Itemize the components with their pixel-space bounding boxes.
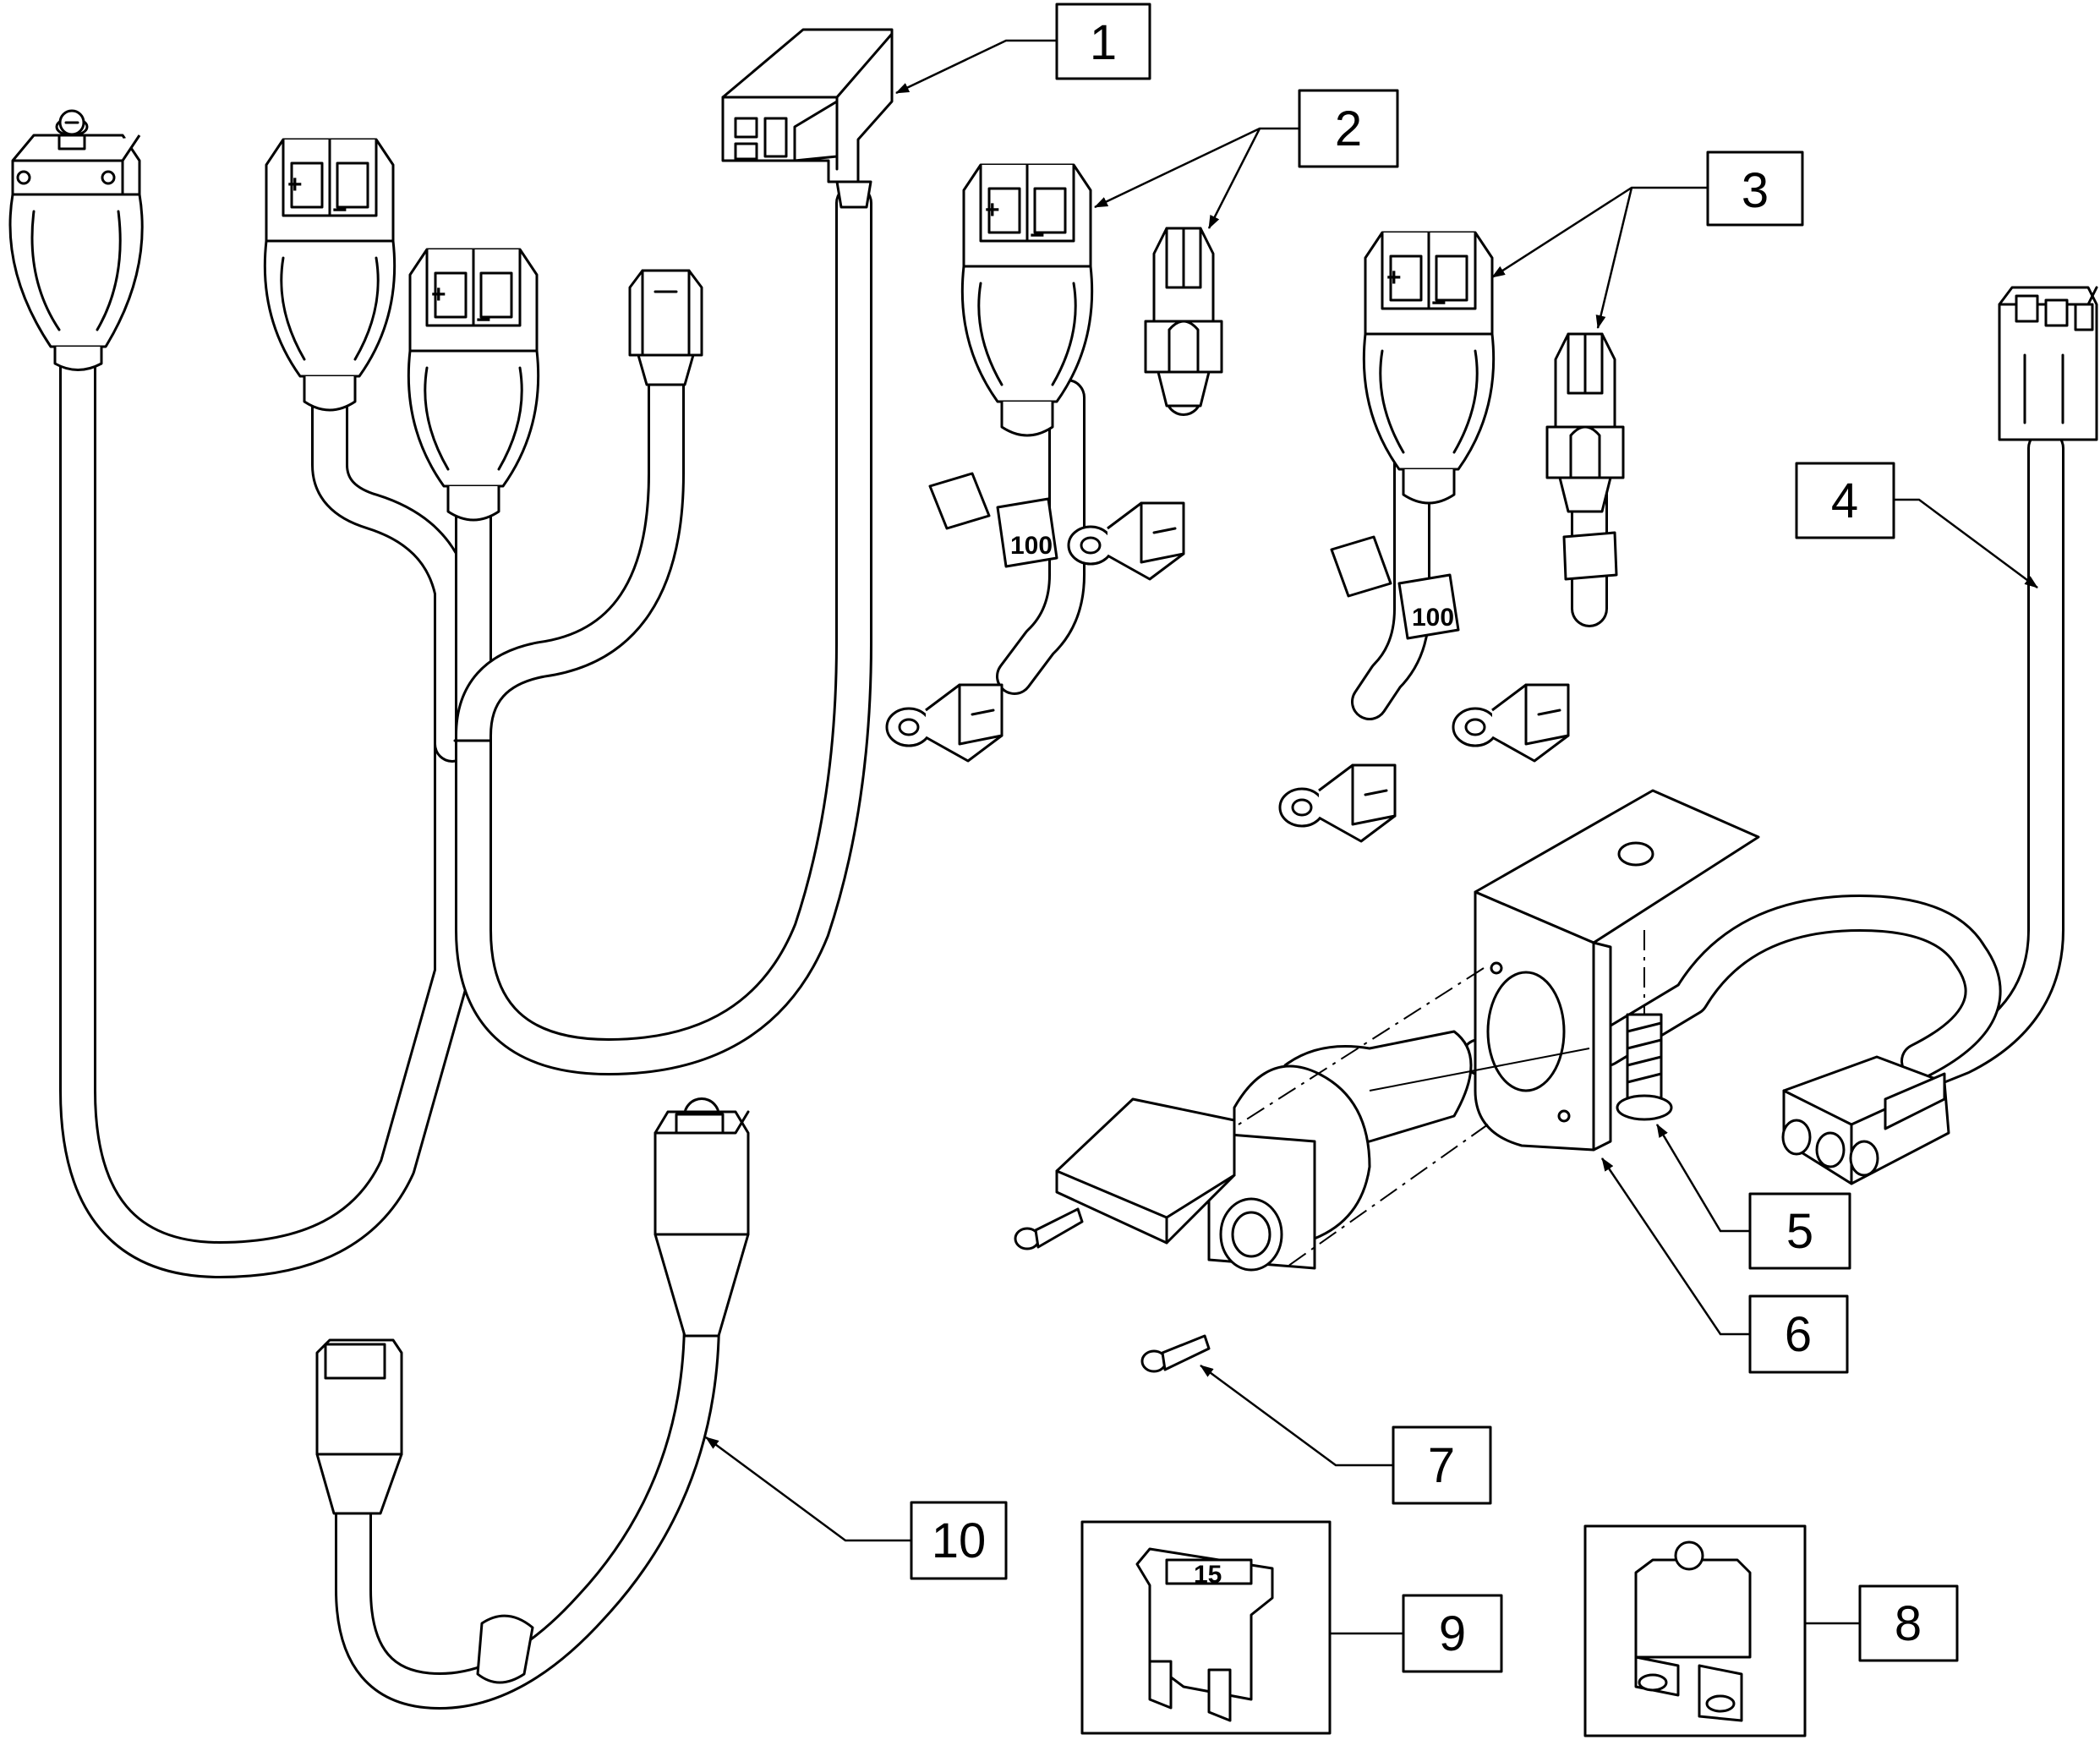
polarity-marks-a: + − bbox=[287, 171, 347, 224]
small-connector-2 bbox=[1144, 227, 1223, 408]
callout-4: 4 bbox=[1795, 462, 2038, 589]
minus-mark: − bbox=[1431, 289, 1446, 317]
battery-harness-2: + − 100 bbox=[885, 163, 1223, 763]
ring-lug-3b bbox=[1452, 683, 1570, 763]
ring-lug-3a bbox=[1278, 763, 1397, 843]
minus-mark: − bbox=[476, 306, 491, 334]
molex-connector-top bbox=[1998, 286, 2098, 441]
molex-connector-bottom bbox=[1781, 1055, 1950, 1185]
tie-label: 100 bbox=[1010, 532, 1053, 560]
charger-harness-4 bbox=[1461, 286, 2098, 1185]
breaker-box-8 bbox=[1583, 1524, 1807, 1737]
connector-10-bottom bbox=[315, 1338, 403, 1515]
callout-5: 5 bbox=[1655, 1124, 1851, 1270]
callout-7-label: 7 bbox=[1428, 1438, 1455, 1493]
callout-1: 1 bbox=[895, 3, 1151, 95]
callout-10: 10 bbox=[705, 1436, 1008, 1580]
plus-mark: + bbox=[1386, 264, 1402, 292]
plus-mark: + bbox=[431, 281, 446, 309]
screw-7a bbox=[1014, 1207, 1084, 1250]
callout-9-label: 9 bbox=[1439, 1606, 1466, 1661]
callout-1-label: 1 bbox=[1090, 15, 1117, 70]
callout-3-label: 3 bbox=[1742, 163, 1769, 218]
cable-tie bbox=[928, 472, 991, 530]
small-connector-3 bbox=[1545, 332, 1625, 513]
breaker-connector bbox=[8, 109, 144, 371]
callout-6-label: 6 bbox=[1785, 1307, 1812, 1362]
minus-mark: − bbox=[1030, 222, 1045, 249]
anderson-connector-b bbox=[407, 248, 540, 522]
plus-mark: + bbox=[985, 196, 1000, 224]
callout-3: 3 bbox=[1491, 150, 1804, 329]
callout-10-label: 10 bbox=[932, 1513, 987, 1568]
battery-harness-3: + − 100 bbox=[1278, 231, 1625, 843]
polarity-marks-b: + − bbox=[431, 281, 491, 334]
connector-10-top bbox=[654, 1110, 750, 1338]
anderson-connector-d bbox=[1362, 231, 1496, 505]
callout-4-label: 4 bbox=[1831, 473, 1858, 528]
screw-7b bbox=[1140, 1334, 1211, 1373]
weatherpack-connector bbox=[628, 269, 703, 386]
main-harness: + − + − bbox=[8, 28, 894, 1278]
callout-2: 2 bbox=[1094, 89, 1399, 229]
anderson-connector-a bbox=[263, 138, 396, 412]
ring-lug-2a bbox=[885, 683, 1004, 763]
callout-2-label: 2 bbox=[1335, 101, 1362, 156]
ring-lug-2b bbox=[1067, 501, 1185, 581]
cable-10 bbox=[315, 1097, 750, 1710]
callout-7: 7 bbox=[1200, 1364, 1492, 1505]
harness-top-connector bbox=[721, 28, 894, 209]
screw-5 bbox=[1616, 1013, 1673, 1121]
fuse-rating: 15 bbox=[1194, 1561, 1222, 1589]
fuse-box-9: 15 bbox=[1080, 1520, 1332, 1735]
tie-label: 100 bbox=[1412, 604, 1454, 632]
callout-9: 9 bbox=[1330, 1594, 1503, 1673]
charger-port-assembly bbox=[1014, 789, 1760, 1373]
plus-mark: + bbox=[287, 171, 303, 199]
callout-8: 8 bbox=[1805, 1584, 1959, 1662]
callout-6: 6 bbox=[1600, 1157, 1849, 1374]
minus-mark: − bbox=[332, 196, 347, 224]
callout-8-label: 8 bbox=[1895, 1596, 1922, 1651]
ferrite-bead bbox=[476, 1614, 534, 1684]
callout-5-label: 5 bbox=[1786, 1204, 1813, 1259]
